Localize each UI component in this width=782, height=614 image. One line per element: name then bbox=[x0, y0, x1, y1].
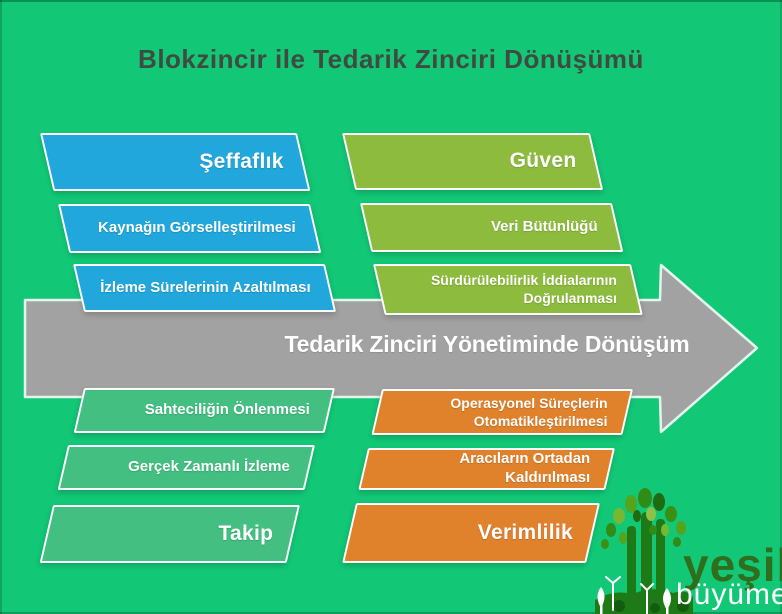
shape-takip: Takip bbox=[39, 505, 300, 563]
page-title: Blokzincir ile Tedarik Zinciri Dönüşümü bbox=[138, 44, 644, 74]
shape-guven-label: Güven bbox=[509, 149, 577, 173]
shape-gercek-zamanli-izleme-label: Gerçek Zamanlı İzleme bbox=[128, 458, 290, 476]
shape-kaynagin-gorsellestirilmesi-label: Kaynağın Görselleştirilmesi bbox=[98, 219, 296, 237]
shape-seffaflik: Şeffaflık bbox=[40, 133, 311, 191]
white-tree-icon bbox=[597, 587, 671, 614]
shape-surdurulebilirlik-iddialarinin-dogrulanmasi: Sürdürülebilirlik İddialarının Doğrulanm… bbox=[373, 264, 643, 315]
shape-izleme-surelerinin-azaltilmasi: İzleme Sürelerinin Azaltılması bbox=[73, 264, 337, 312]
arrow-label: Tedarik Zinciri Yönetiminde Dönüşüm bbox=[284, 331, 690, 357]
shape-takip-label: Takip bbox=[218, 521, 274, 545]
shape-sahteciligin-onlenmesi-label: Sahteciliğin Önlenmesi bbox=[144, 401, 310, 419]
shape-guven: Güven bbox=[342, 133, 604, 190]
shape-operasyonel-sureclerin-otomatiklestirilmesi: Operasyonel Süreçlerin Otomatikleştirilm… bbox=[371, 389, 633, 435]
shape-aracilarin-label: Aracıların Ortadan Kaldırılması bbox=[459, 450, 591, 486]
logo-brand-bottom: büyüme bbox=[676, 578, 782, 611]
shape-gercek-zamanli-izleme: Gerçek Zamanlı İzleme bbox=[57, 445, 315, 490]
shape-sahteciligin-onlenmesi: Sahteciliğin Önlenmesi bbox=[73, 388, 335, 433]
shape-operasyonel-label: Operasyonel Süreçlerin Otomatikleştirilm… bbox=[450, 394, 608, 429]
shape-surdurulebilirlik-label: Sürdürülebilirlik İddialarının Doğrulanm… bbox=[430, 272, 617, 306]
shape-verimlilik: Verimlilik bbox=[342, 503, 600, 563]
shape-verimlilik-label: Verimlilik bbox=[477, 520, 574, 544]
shape-veri-butunlugu-label: Veri Bütünlüğü bbox=[490, 218, 598, 236]
tree-logo-icon bbox=[595, 488, 693, 614]
shape-veri-butunlugu: Veri Bütünlüğü bbox=[360, 203, 624, 252]
wind-turbine-icon bbox=[605, 576, 654, 614]
logo-brand-top: yeşil bbox=[683, 539, 782, 591]
shape-kaynagin-gorsellestirilmesi: Kaynağın Görselleştirilmesi bbox=[58, 204, 322, 253]
shape-aracilarin-ortadan-kaldirilmasi: Aracıların Ortadan Kaldırılması bbox=[358, 448, 615, 490]
shape-izleme-surelerinin-azaltilmasi-label: İzleme Sürelerinin Azaltılması bbox=[100, 278, 311, 296]
shape-seffaflik-label: Şeffaflık bbox=[199, 149, 284, 173]
